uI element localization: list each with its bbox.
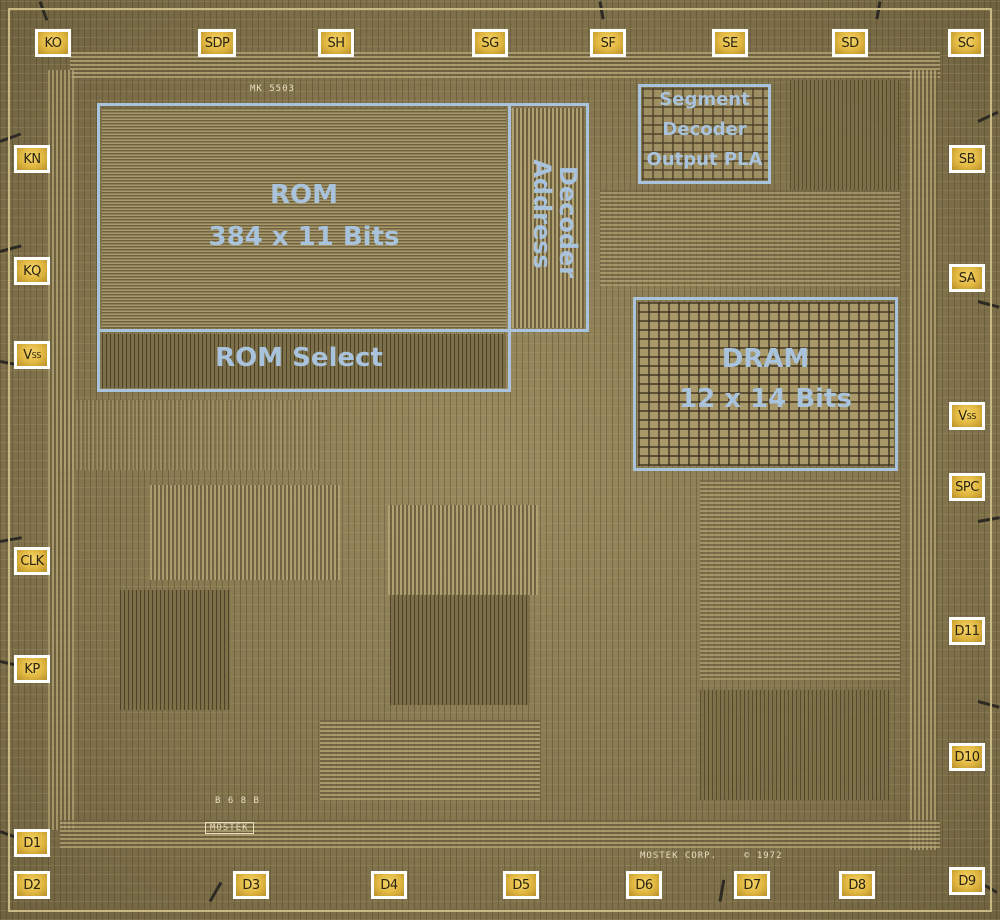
part-number-marking: MK 5503 [250,84,295,94]
dram-size-label: 12 x 14 Bits [679,384,852,414]
pad-sg: SG [472,29,508,57]
rom-label: ROM [270,180,338,210]
logic-block-mid [388,505,538,595]
logic-block-right [700,480,900,680]
die-border [8,8,992,912]
rom-select-circuitry [102,334,506,388]
dram-label: DRAM [721,344,810,374]
segment-pla-outline [638,84,771,184]
logic-block-right-lower [700,690,890,800]
dram-outline [633,297,898,471]
pad-se: SE [712,29,748,57]
pad-sd: SD [832,29,868,57]
pad-kn: KN [14,145,50,173]
logic-block-mid-lower [390,595,530,705]
pad-d4: D4 [371,871,407,899]
pad-sdp: SDP [198,29,236,57]
address-decoder-circuitry [512,108,584,328]
pad-d6: D6 [626,871,662,899]
pad-d7: D7 [734,871,770,899]
address-label: Address [528,159,556,269]
mostek-logo-marking: MOSTEK [205,822,254,834]
logic-block-left-mid [60,400,320,470]
rom-size-label: 384 x 11 Bits [208,222,400,252]
pad-d11: D11 [949,617,985,645]
logic-block-center [150,485,340,580]
dram-array-circuitry [638,302,894,466]
logic-block-left [120,590,230,710]
logic-upper-right [790,80,900,190]
address-decoder-outline [508,103,589,332]
pad-d2: D2 [14,871,50,899]
pad-kp: KP [14,655,50,683]
corp-marking: MOSTEK CORP. [640,851,718,861]
pad-sc: SC [948,29,984,57]
codes-marking: B 6 8 B [215,796,260,806]
pad-sa: SA [949,264,985,292]
rom-outline [97,103,511,332]
bottom-bus-lines [60,820,940,848]
pad-d9: D9 [949,867,985,895]
pla-label-line2: Decoder [662,119,747,140]
decoder-label: Decoder [554,165,582,279]
pad-clk: CLK [14,547,50,575]
pad-sf: SF [590,29,626,57]
pad-sb: SB [949,145,985,173]
pad-d8: D8 [839,871,875,899]
pad-d5: D5 [503,871,539,899]
pla-label-line1: Segment [659,89,750,110]
pla-label-line3: Output PLA [646,149,763,170]
right-bus-lines [910,70,938,850]
pad-ko: KO [35,29,71,57]
pad-d10: D10 [949,743,985,771]
pad-spc: SPC [949,473,985,501]
logic-block-lower [320,720,540,800]
pad-d3: D3 [233,871,269,899]
rom-select-label: ROM Select [215,343,383,373]
rom-array-circuitry [102,108,506,328]
pad-sh: SH [318,29,354,57]
rom-select-outline [97,329,511,392]
pad-kq: KQ [14,257,50,285]
copyright-marking: © 1972 [744,851,783,861]
logic-upper-mid [600,190,900,286]
pla-circuitry [642,88,768,180]
left-bus-lines [48,70,74,830]
pad-d1: D1 [14,829,50,857]
